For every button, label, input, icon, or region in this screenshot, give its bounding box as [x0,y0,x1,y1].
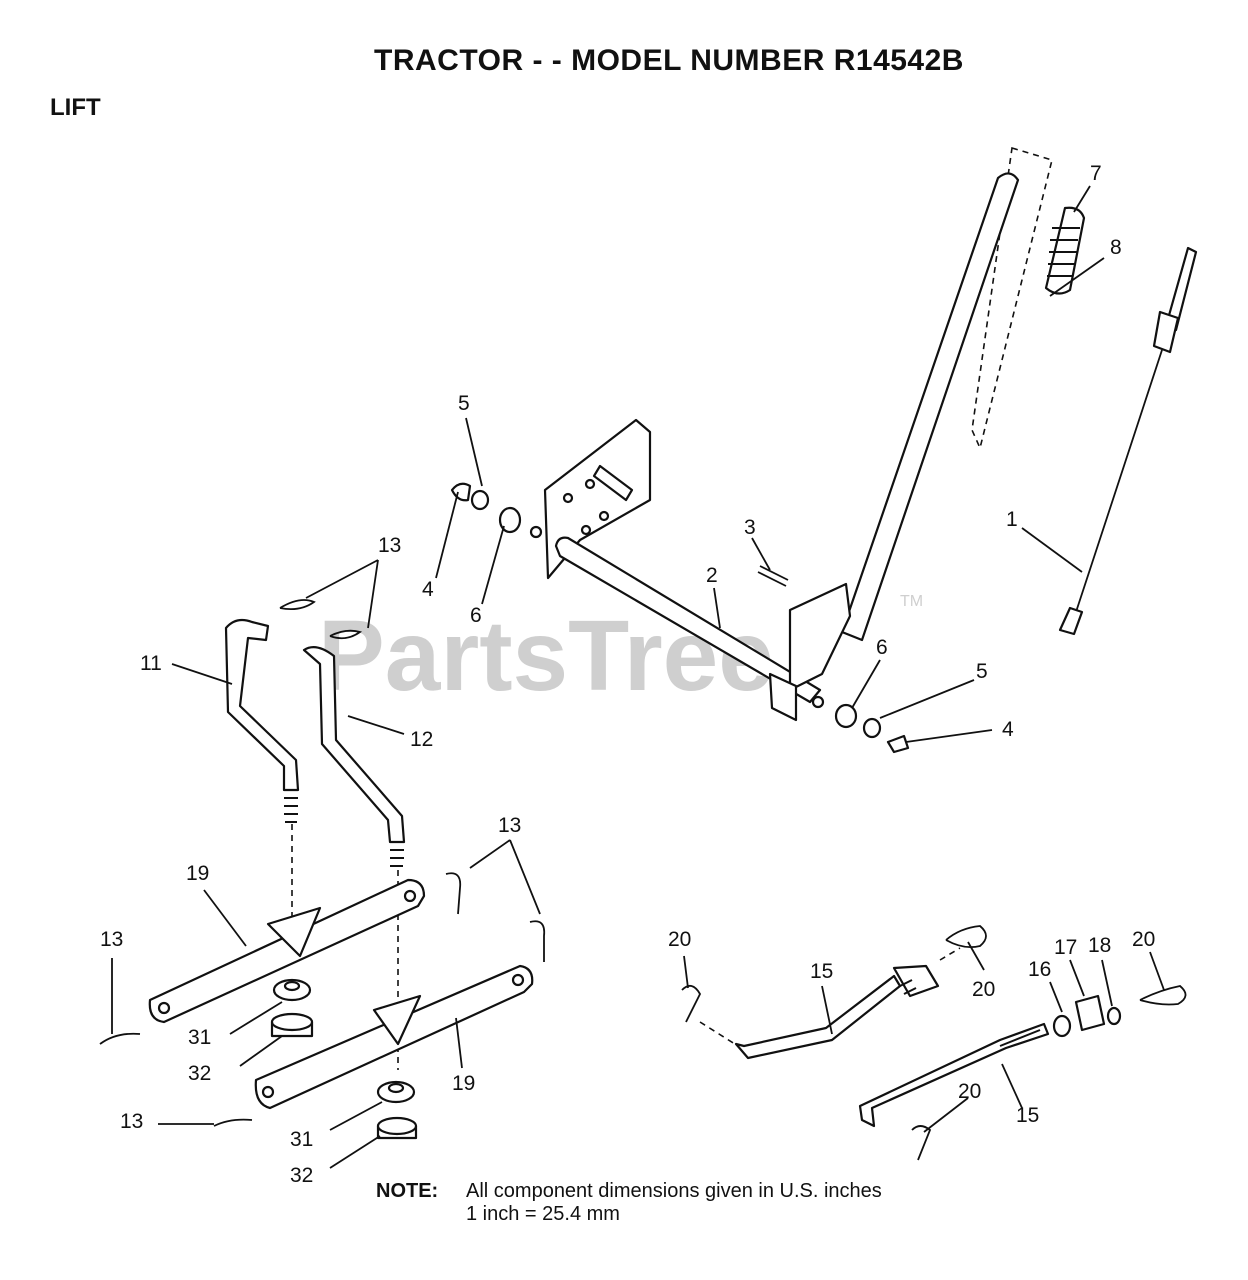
lift-arm-upper [148,878,426,1024]
lift-link-12 [302,645,406,867]
callout-5b: 5 [976,660,988,683]
page-title: TRACTOR - - MODEL NUMBER R14542B [374,44,964,77]
callout-13b: 13 [498,814,521,837]
callout-12: 12 [410,728,433,751]
callout-19b: 19 [452,1072,475,1095]
note-label: NOTE: [376,1180,439,1202]
callout-8: 8 [1110,236,1122,259]
washer-nut-upper [270,978,314,1038]
note-line-2: 1 inch = 25.4 mm [466,1203,620,1225]
callout-15b: 15 [1016,1104,1039,1127]
clip-20-d [911,1125,932,1161]
clip-13-e [99,1032,141,1045]
handle-bracket [788,582,852,692]
callout-13d: 13 [120,1110,143,1133]
callout-13c: 13 [100,928,123,951]
clip-20-c [1139,985,1187,1006]
handle-grip [1044,206,1086,295]
pin-13-a [279,599,316,611]
callout-15: 15 [810,960,833,983]
callout-6b: 6 [876,636,888,659]
callout-13: 13 [378,534,401,557]
callout-4: 4 [422,578,434,601]
clip-13-f [213,1118,253,1127]
adjust-rod-lower [858,1022,1050,1128]
callout-4b: 4 [1002,718,1014,741]
lift-link-11 [224,618,300,823]
callout-3: 3 [744,516,756,539]
callout-5: 5 [458,392,470,415]
clip-20-b [945,925,987,949]
callout-20b: 20 [972,978,995,1001]
ferrule-assembly [1052,994,1122,1038]
pivot-block [768,672,798,722]
washer-nut-lower [376,1080,418,1140]
note-body: All component dimensions given in U.S. i… [466,1180,882,1226]
callout-7: 7 [1090,162,1102,185]
section-label: LIFT [50,94,101,121]
callout-6: 6 [470,604,482,627]
callout-20d: 20 [958,1080,981,1103]
note-line-1: All component dimensions given in U.S. i… [466,1180,882,1202]
callout-17: 17 [1054,936,1077,959]
hardware-left [450,482,543,539]
callout-20: 20 [668,928,691,951]
plate-holes [562,464,634,536]
callout-31b: 31 [290,1128,313,1151]
pin-13-b [329,629,363,640]
callout-11: 11 [140,652,162,675]
clip-20-a [681,984,702,1023]
cross-shaft [554,536,822,704]
hardware-right [811,695,910,754]
callout-20c: 20 [1132,928,1155,951]
clip-13-c [445,872,462,915]
watermark-trademark: TM [900,593,923,610]
clip-13-d [529,920,546,962]
callout-1: 1 [1006,508,1018,531]
watermark: PartsTree [318,600,774,712]
callout-32b: 32 [290,1164,313,1187]
lift-arm-lower [254,964,534,1110]
frame-outline [971,146,1053,451]
callout-19: 19 [186,862,209,885]
leader-lines [111,185,1165,1169]
cotter-pin-3 [757,565,789,587]
callout-16: 16 [1028,958,1051,981]
adjust-rod-upper [734,964,940,1060]
lift-handle [840,172,1020,642]
callout-2: 2 [706,564,718,587]
mount-plate [543,418,652,580]
callout-18: 18 [1088,934,1111,957]
callout-labels: 7 8 5 1 3 4 6 2 13 11 12 6 5 4 13 19 13 … [100,162,1155,1187]
dimension-note: NOTE: All component dimensions given in U… [376,1180,882,1226]
callout-31: 31 [188,1026,211,1049]
callout-32: 32 [188,1062,211,1085]
lift-link-rod [1058,246,1198,636]
